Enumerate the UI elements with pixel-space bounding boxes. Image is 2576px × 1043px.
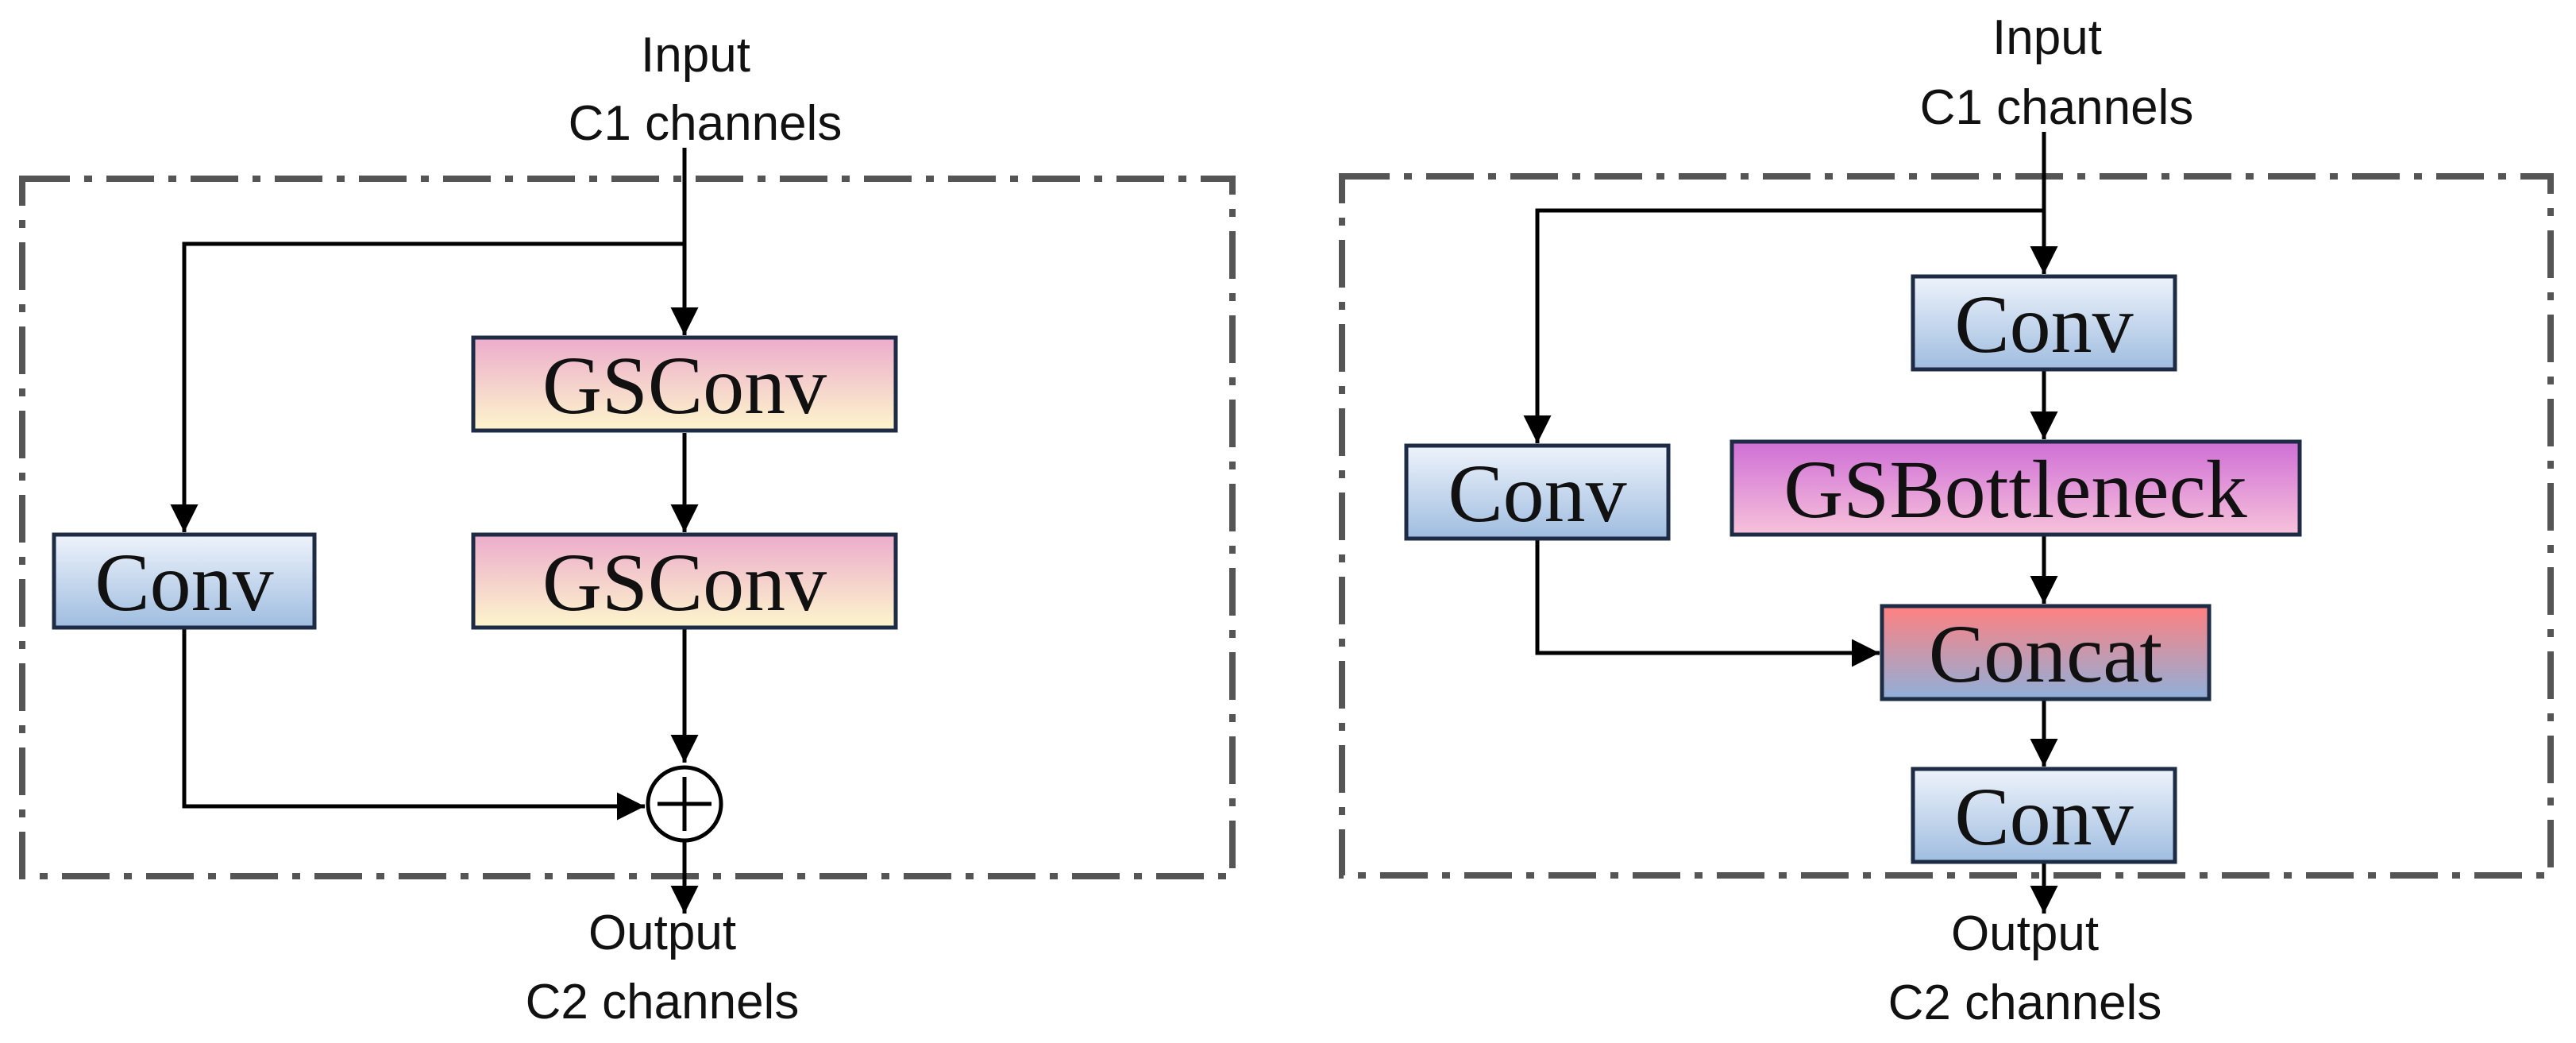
left-gsconv-top-block: GSConv (471, 335, 898, 433)
right-conv-top-block: Conv (1911, 274, 2177, 372)
left-module-frame (19, 176, 1236, 879)
right-input-channels: C1 channels (1920, 80, 2194, 135)
left-gsconv-top-label: GSConv (542, 340, 827, 431)
left-output-label: Output (588, 906, 736, 960)
right-conv-top-label: Conv (1954, 279, 2133, 370)
right-conv-side-label: Conv (1448, 448, 1626, 539)
left-add-node (646, 765, 723, 843)
left-edge-conv-to-add (182, 629, 645, 821)
right-gsbottleneck-block: GSBottleneck (1730, 439, 2302, 537)
left-input-label: Input (641, 28, 750, 83)
right-concat-block: Concat (1880, 604, 2212, 701)
right-conv-bottom-block: Conv (1911, 767, 2177, 864)
left-edge-input-to-conv (170, 241, 684, 532)
left-conv-label: Conv (94, 537, 273, 628)
left-gsconv-bottom-label: GSConv (542, 537, 827, 628)
right-concat-label: Concat (1929, 608, 2163, 700)
right-output-label: Output (1951, 906, 2099, 961)
right-edge-input-to-side-conv (1523, 208, 2044, 443)
right-output-channels: C2 channels (1888, 975, 2162, 1030)
right-input-label: Input (1992, 10, 2102, 65)
left-conv-block: Conv (52, 532, 317, 630)
right-module-frame (1339, 173, 2554, 879)
left-input-channels: C1 channels (569, 96, 843, 151)
left-gsconv-bottom-block: GSConv (471, 532, 898, 630)
right-edge-side-conv-to-concat (1535, 540, 1880, 667)
left-module: Input C1 channels GSConv GSConv Conv Out… (19, 28, 1236, 1029)
right-conv-bottom-label: Conv (1954, 771, 2133, 863)
left-output-channels: C2 channels (526, 975, 800, 1029)
right-conv-side-block: Conv (1404, 443, 1671, 541)
right-gsbottleneck-label: GSBottleneck (1784, 444, 2246, 535)
right-module: Input C1 channels Conv GSBottleneck Conv… (1339, 10, 2554, 1030)
